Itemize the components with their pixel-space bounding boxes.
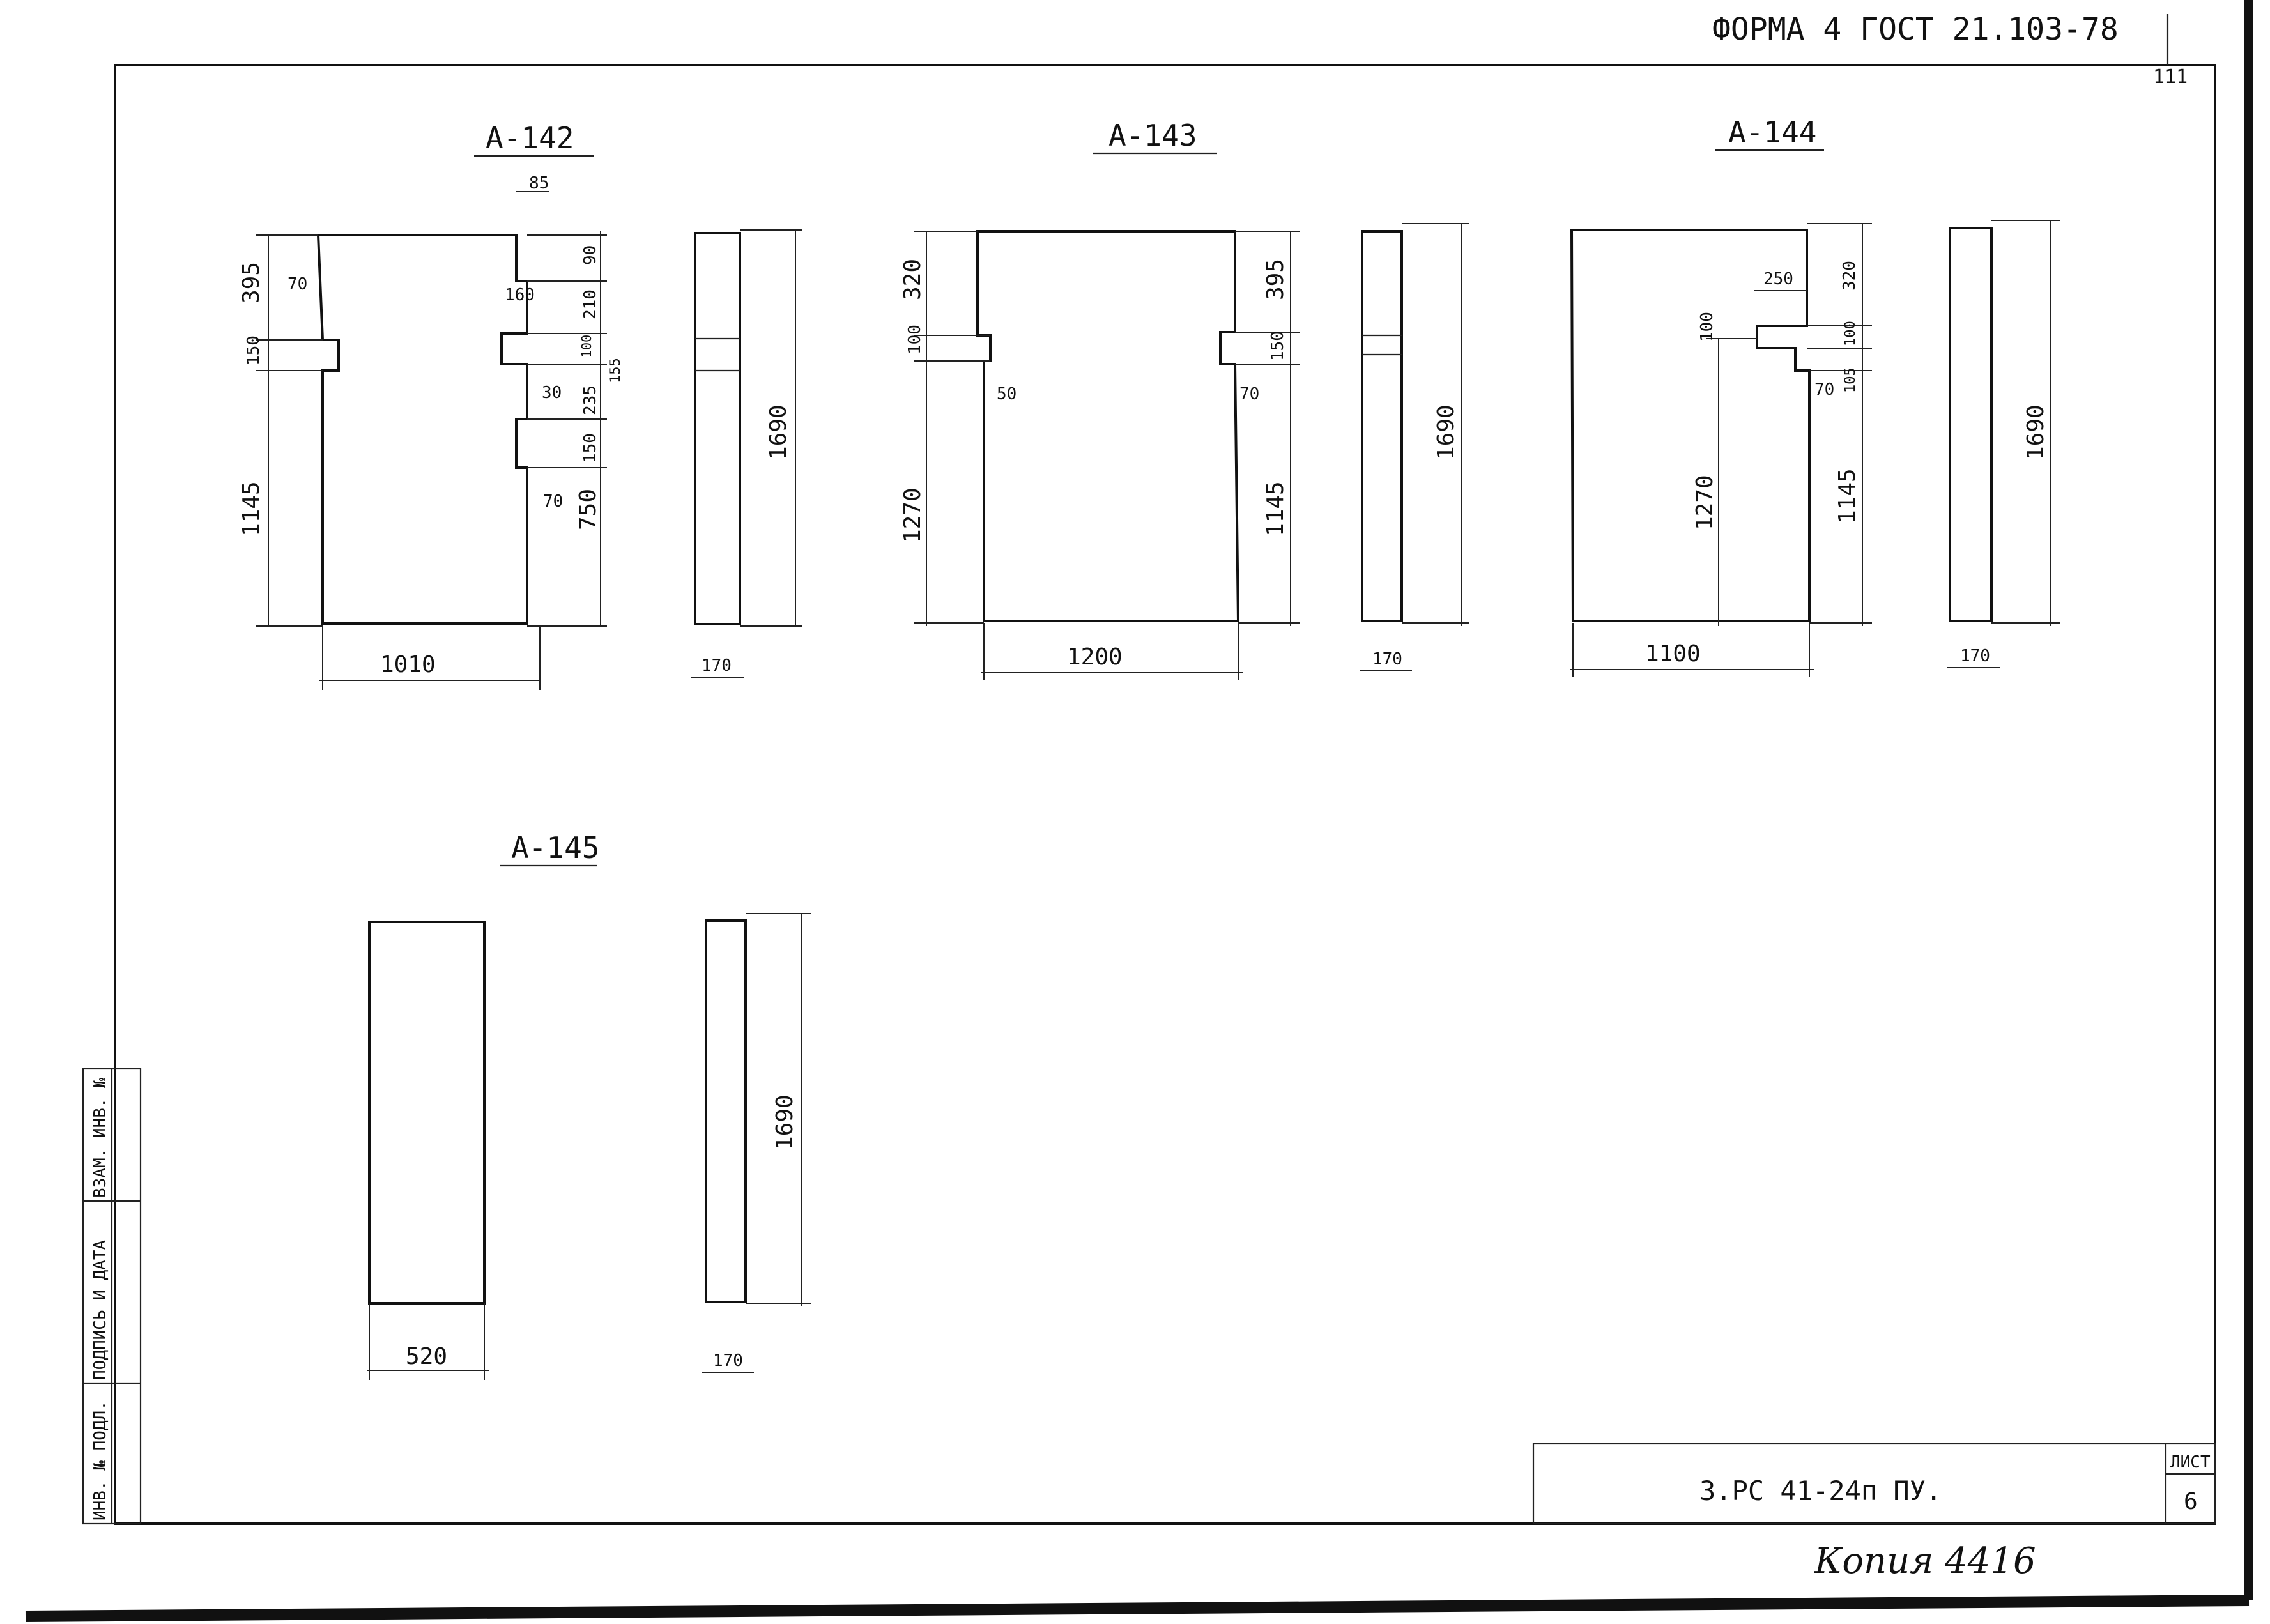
dim-side-h: 1690 [765, 404, 792, 460]
dim-side-h: 1690 [2023, 404, 2049, 460]
dim-d250: 250 [1763, 270, 1793, 289]
dim-w-niche: 70 [288, 275, 307, 294]
dim-h-lower: 1145 [238, 481, 265, 537]
side-view [705, 919, 747, 1303]
dim-h-niche: 150 [244, 335, 263, 365]
panel-a145: А-145 520 1690 170 [367, 831, 811, 1380]
page-number: 111 [2153, 66, 2188, 88]
dim-r100: 100 [579, 335, 594, 358]
panel-outline [368, 921, 486, 1305]
dim-r70: 70 [1814, 380, 1834, 399]
dim-r100: 100 [1843, 321, 1859, 346]
panel-outline [316, 234, 528, 625]
drawing-frame [114, 64, 2216, 1525]
side-view [1361, 230, 1403, 622]
dim-r160: 160 [505, 286, 535, 305]
doc-code: 3.РС 41-24п ПУ. [1699, 1475, 1942, 1506]
panel-title: А-145 [511, 831, 599, 865]
dim-side-h: 1690 [1433, 404, 1459, 460]
form-note: ФОРМА 4 ГОСТ 21.103-78 [1712, 11, 2119, 47]
dim-r70: 70 [543, 492, 563, 511]
dim-side-w: 170 [1372, 650, 1402, 669]
dim-r150: 150 [1268, 331, 1287, 361]
dim-top-notch: 85 [529, 174, 549, 193]
dim-r105: 105 [1843, 367, 1859, 393]
dim-width: 520 [406, 1344, 447, 1370]
sheet-label: ЛИСТ [2170, 1453, 2211, 1472]
dim-r750: 750 [575, 489, 601, 530]
dim-r1145: 1145 [1262, 481, 1289, 537]
dim-r150: 150 [581, 433, 600, 463]
dim-l100: 100 [905, 325, 924, 355]
stamp-col3: ВЗАМ. ИНВ. № [91, 1078, 110, 1198]
panel-outline [976, 230, 1240, 622]
dim-side-w: 170 [713, 1351, 743, 1370]
dim-r235: 235 [581, 385, 600, 415]
dim-width: 1200 [1067, 644, 1123, 670]
dim-side-w: 170 [702, 656, 732, 675]
dim-r30: 30 [542, 383, 562, 402]
dim-r320: 320 [1840, 261, 1859, 291]
dim-d1270: 1270 [1692, 475, 1718, 530]
panel-title: А-144 [1728, 115, 1816, 149]
dim-h-upper: 395 [238, 262, 265, 303]
title-block: 3.РС 41-24п ПУ. ЛИСТ 6 [1532, 1443, 2216, 1525]
title-block-box [1532, 1443, 2216, 1525]
side-view [1949, 227, 1993, 622]
dim-r70: 70 [1239, 385, 1259, 404]
dim-l50: 50 [997, 385, 1016, 404]
dim-r155: 155 [608, 358, 624, 383]
sheet-number: 6 [2184, 1489, 2198, 1515]
stamp-col2: ПОДПИСЬ И ДАТА [91, 1240, 110, 1380]
panel-a142: А-142 395 150 1145 70 85 90 210 100 155 … [238, 121, 802, 690]
panel-title: А-142 [486, 121, 574, 155]
dim-width: 1010 [380, 652, 436, 678]
dim-side-w: 170 [1960, 647, 1990, 666]
panel-outline [1570, 229, 1811, 622]
dim-r1145: 1145 [1834, 468, 1860, 524]
dim-r395: 395 [1262, 259, 1289, 300]
panel-a143: А-143 320 100 1270 50 395 150 70 1145 12… [900, 118, 1469, 680]
stamp-col1: ИНВ. № ПОДЛ. [91, 1400, 110, 1521]
copy-note: Копия 4416 [1814, 1540, 2036, 1582]
bottom-edge-band [25, 1595, 2250, 1622]
dim-side-h: 1690 [772, 1094, 798, 1150]
dim-width: 1100 [1645, 641, 1701, 667]
dim-l320: 320 [900, 259, 926, 300]
panel-title: А-143 [1108, 118, 1197, 153]
dim-d100a: 100 [1698, 312, 1717, 342]
dim-l1270: 1270 [900, 487, 926, 543]
panel-a144: А-144 1270 100 250 320 100 105 70 1145 1… [1570, 115, 2060, 677]
side-view [694, 232, 741, 625]
side-stamp: ИНВ. № ПОДЛ. ПОДПИСЬ И ДАТА ВЗАМ. ИНВ. № [82, 1068, 142, 1525]
dim-r210: 210 [581, 289, 600, 319]
dim-r90: 90 [581, 245, 600, 265]
